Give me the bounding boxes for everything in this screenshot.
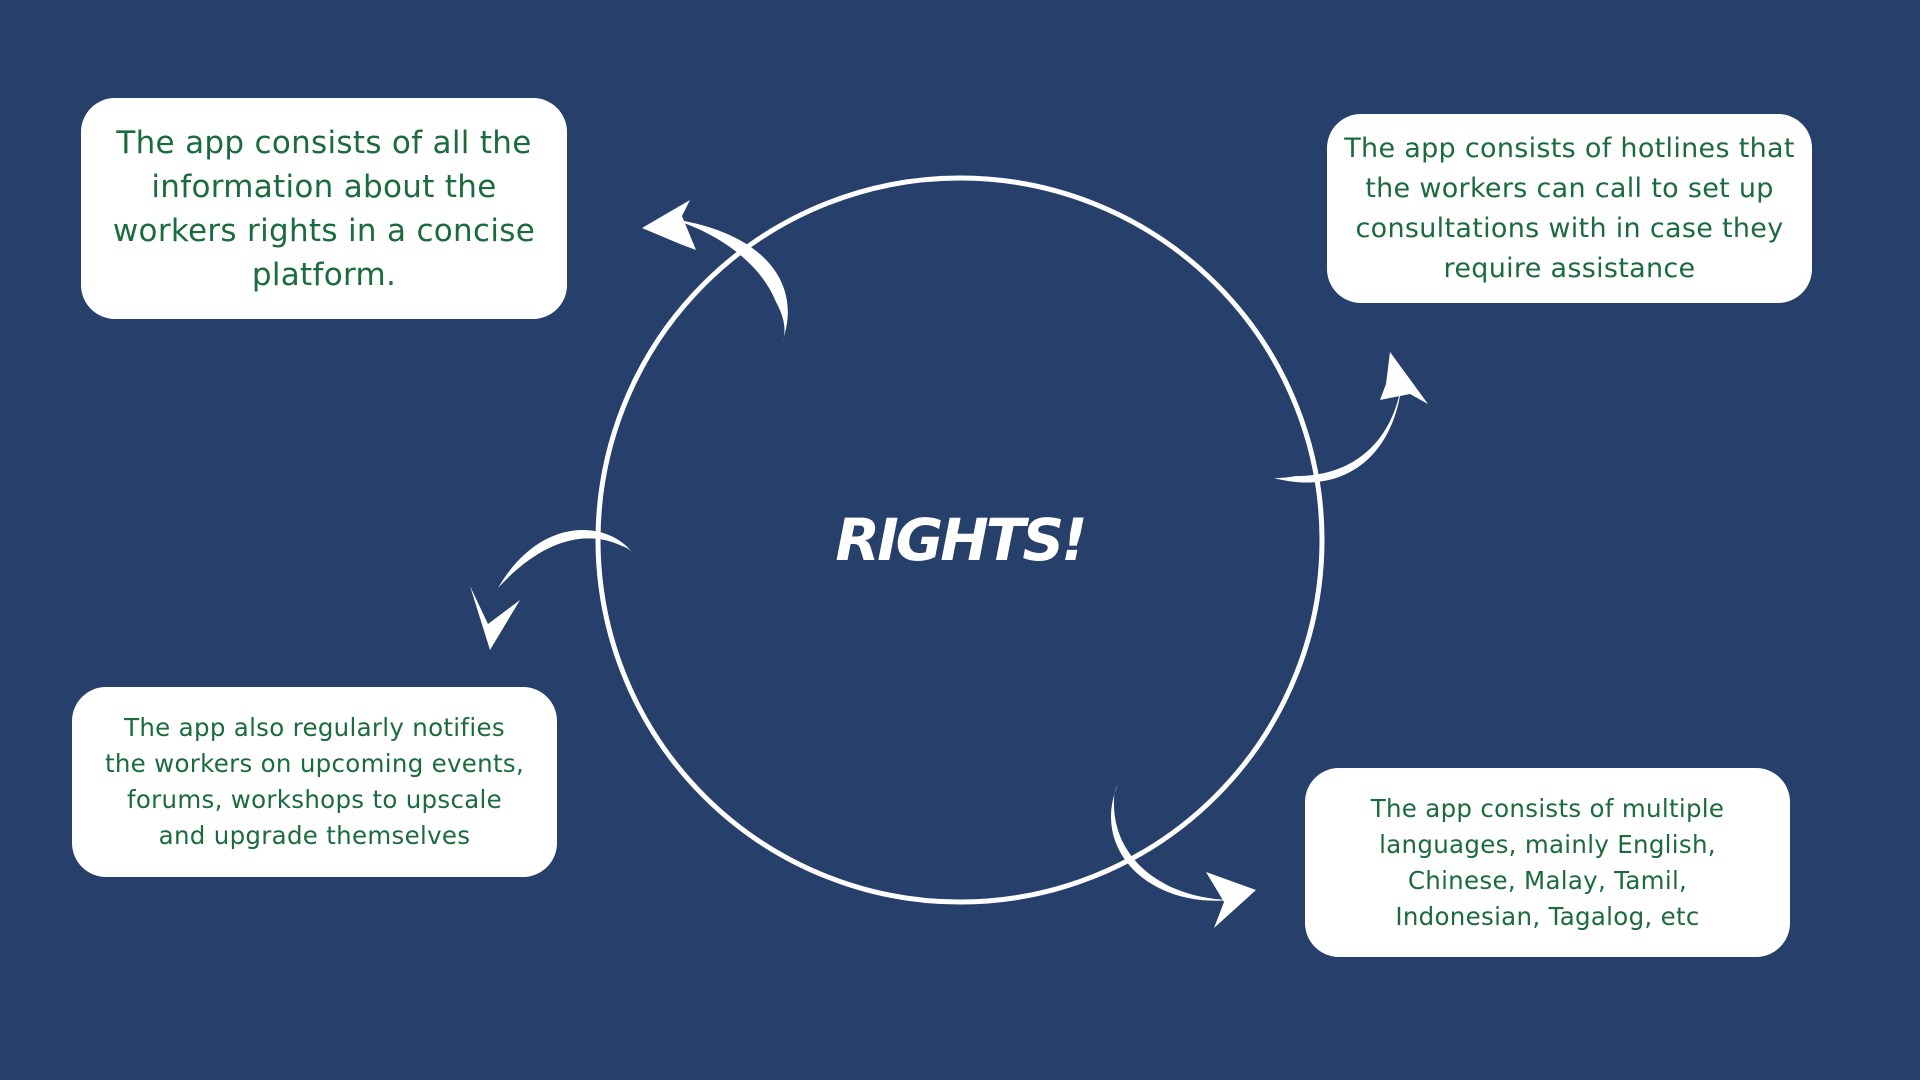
info-card-text: The app also regularly notifies the work… <box>104 713 525 850</box>
info-card-text: The app consists of all the information … <box>112 124 536 293</box>
center-title: RIGHTS! <box>835 506 1087 574</box>
info-card-text: The app consists of hotlines that the wo… <box>1344 132 1795 284</box>
info-card-bottom-right: The app consists of multiple languages, … <box>1305 768 1790 957</box>
curved-arrow-icon-top-left <box>642 200 788 342</box>
info-card-bottom-left: The app also regularly notifies the work… <box>72 687 557 877</box>
curved-arrow-icon-bottom-right <box>1111 784 1256 928</box>
central-ring <box>595 175 1325 905</box>
info-card-top-left: The app consists of all the information … <box>81 98 567 319</box>
info-card-text: The app consists of multiple languages, … <box>1370 793 1725 931</box>
curved-arrow-icon-bottom-left <box>470 530 632 650</box>
curved-arrow-icon-top-right <box>1274 352 1428 483</box>
info-card-top-right: The app consists of hotlines that the wo… <box>1327 114 1812 303</box>
